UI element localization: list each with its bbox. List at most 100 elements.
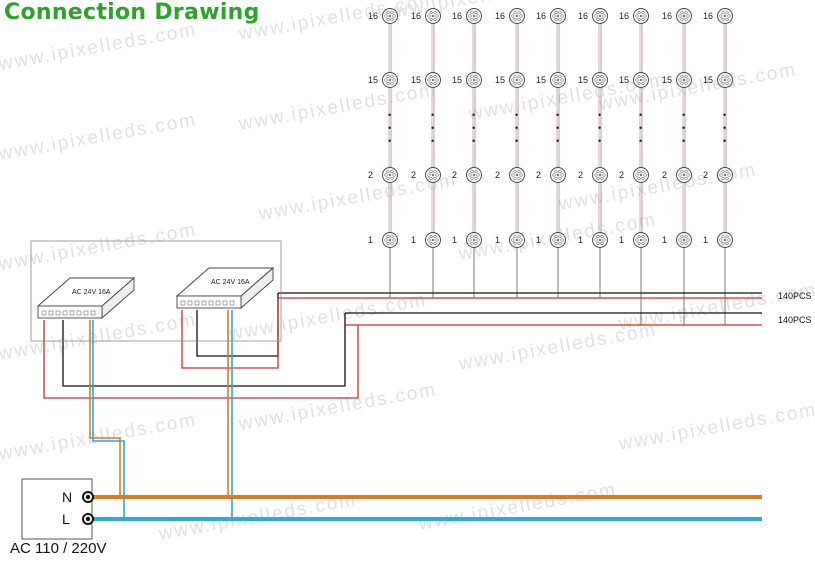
watermark-text: www.ipixelleds.com: [0, 219, 199, 275]
module-number-label: 15: [578, 75, 588, 85]
module-led: [429, 17, 433, 22]
module-led: [678, 14, 682, 18]
psu-terminal: [201, 300, 207, 306]
module-led: [558, 169, 562, 174]
led-pixel-module: [382, 8, 398, 24]
module-led: [511, 14, 515, 18]
module-led: [680, 241, 684, 246]
module-led: [552, 173, 556, 177]
module-led: [725, 17, 729, 22]
module-led: [392, 14, 396, 18]
module-led: [517, 81, 521, 86]
module-center: [556, 238, 560, 242]
module-led: [686, 238, 690, 242]
module-number-label: 15: [495, 75, 505, 85]
module-led: [686, 14, 690, 18]
module-led: [635, 14, 639, 18]
module-led: [643, 78, 647, 82]
module-number-label: 1: [411, 235, 416, 245]
psu-enclosure: [30, 240, 282, 342]
psu-terminal: [215, 300, 221, 306]
led-pixel-module: [550, 8, 566, 24]
module-led: [470, 169, 474, 174]
watermark-layer: www.ipixelleds.comwww.ipixelleds.comwww.…: [0, 0, 815, 545]
led-pixel-module: [382, 72, 398, 88]
module-led: [596, 74, 600, 79]
module-led: [390, 234, 394, 239]
continuation-dot: •: [598, 123, 601, 133]
continuation-dot: •: [556, 110, 559, 120]
psu-label: AC 24V 16A: [72, 289, 111, 296]
module-number-label: 16: [368, 11, 378, 21]
module-number-label: 2: [578, 170, 583, 180]
module-led: [600, 81, 604, 86]
power-supply-2: AC 24V 16A: [175, 267, 275, 309]
module-led: [727, 14, 731, 18]
module-center: [515, 14, 519, 18]
module-led: [435, 78, 439, 82]
module-led: [513, 176, 517, 181]
module-led: [470, 81, 474, 86]
module-led: [392, 78, 396, 82]
live-label: L: [62, 511, 70, 527]
module-led: [513, 169, 517, 174]
module-led: [386, 176, 390, 181]
continuation-dot: •: [639, 110, 642, 120]
module-led: [721, 176, 725, 181]
continuation-dot: •: [639, 136, 642, 146]
module-led: [560, 173, 564, 177]
module-led: [637, 81, 641, 86]
led-pixel-module: [466, 167, 482, 183]
module-led: [721, 169, 725, 174]
module-center: [639, 238, 643, 242]
continuation-dot: •: [472, 110, 475, 120]
module-center: [682, 173, 686, 177]
module-led: [680, 169, 684, 174]
module-led: [643, 14, 647, 18]
module-led: [429, 241, 433, 246]
psu-terminal: [90, 310, 96, 316]
module-led: [554, 81, 558, 86]
module-number-label: 16: [495, 11, 505, 21]
module-led: [390, 10, 394, 15]
module-led: [386, 10, 390, 15]
module-led: [602, 238, 606, 242]
module-led: [554, 10, 558, 15]
module-number-label: 1: [536, 235, 541, 245]
continuation-dot: •: [598, 136, 601, 146]
watermark-text: www.ipixelleds.com: [416, 479, 618, 535]
output-count-label-2: 140PCS: [778, 315, 812, 325]
module-led: [519, 173, 523, 177]
module-led: [554, 241, 558, 246]
module-led: [600, 241, 604, 246]
module-led: [470, 241, 474, 246]
module-led: [594, 14, 598, 18]
continuation-dot: •: [515, 123, 518, 133]
led-pixel-module: [425, 72, 441, 88]
module-center: [598, 78, 602, 82]
module-number-label: 16: [619, 11, 629, 21]
module-led: [554, 176, 558, 181]
module-center: [515, 173, 519, 177]
module-number-label: 15: [703, 75, 713, 85]
neutral-label: N: [62, 489, 72, 505]
led-pixel-module: [550, 72, 566, 88]
module-led: [427, 14, 431, 18]
psu-terminal: [48, 310, 54, 316]
module-led: [594, 173, 598, 177]
psu-terminal: [41, 310, 47, 316]
module-center: [388, 238, 392, 242]
continuation-dot: •: [431, 136, 434, 146]
module-led: [470, 234, 474, 239]
continuation-dot: •: [682, 110, 685, 120]
module-led: [390, 176, 394, 181]
module-led: [637, 234, 641, 239]
module-led: [643, 238, 647, 242]
psu-terminal: [83, 310, 89, 316]
continuation-dot: •: [472, 123, 475, 133]
module-led: [552, 78, 556, 82]
continuation-dot: •: [598, 110, 601, 120]
module-number-label: 2: [411, 170, 416, 180]
module-led: [519, 78, 523, 82]
psu-label: AC 24V 16A: [211, 279, 250, 286]
